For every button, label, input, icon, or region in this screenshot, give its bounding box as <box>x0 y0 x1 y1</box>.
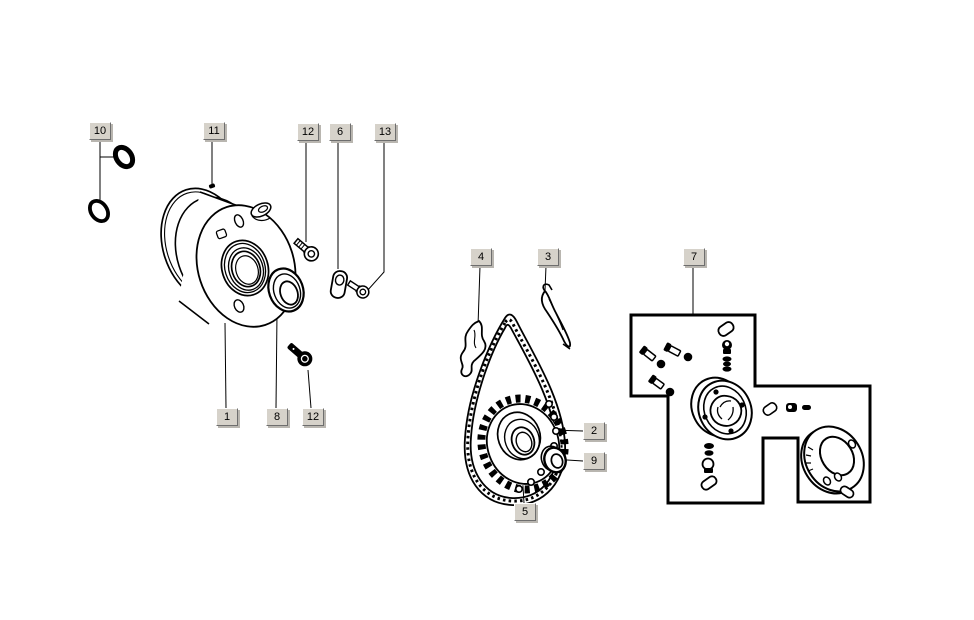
sprocket <box>477 394 569 494</box>
callout-5[interactable]: 5 <box>514 503 536 521</box>
pump-gasket <box>800 425 865 499</box>
flange-bolt-lower <box>287 343 313 367</box>
kit-plunger-parts-upper <box>717 321 735 372</box>
chain-guide <box>459 319 487 378</box>
callout-8[interactable]: 8 <box>266 408 288 426</box>
callout-7[interactable]: 7 <box>683 248 705 266</box>
leader-lines <box>99 139 694 504</box>
kit-relief-valve-parts <box>762 402 811 416</box>
screw-13 <box>346 279 370 299</box>
callout-3[interactable]: 3 <box>537 248 559 266</box>
flange-bolt-upper <box>293 237 320 262</box>
kit-plunger-parts-lower <box>700 443 718 491</box>
callout-10[interactable]: 10 <box>89 122 111 140</box>
flywheel-cover <box>174 191 297 328</box>
oil-seal <box>267 267 305 313</box>
spacer-ring <box>540 445 567 474</box>
oil-pump-kit <box>629 313 872 505</box>
callout-12-top[interactable]: 12 <box>297 123 319 141</box>
o-ring-lower <box>88 198 110 224</box>
callout-12-bottom[interactable]: 12 <box>302 408 324 426</box>
tensioner-pad <box>540 283 572 350</box>
cam-chain <box>463 313 566 506</box>
callout-2[interactable]: 2 <box>583 422 605 440</box>
callout-13[interactable]: 13 <box>374 123 396 141</box>
callout-6[interactable]: 6 <box>329 123 351 141</box>
callout-1[interactable]: 1 <box>216 408 238 426</box>
callout-4[interactable]: 4 <box>470 248 492 266</box>
o-ring-upper <box>112 144 136 170</box>
pump-body <box>690 376 753 441</box>
kit-screws <box>639 342 693 397</box>
callout-11[interactable]: 11 <box>203 122 225 140</box>
callout-9[interactable]: 9 <box>583 452 605 470</box>
inspection-plate <box>329 270 349 299</box>
